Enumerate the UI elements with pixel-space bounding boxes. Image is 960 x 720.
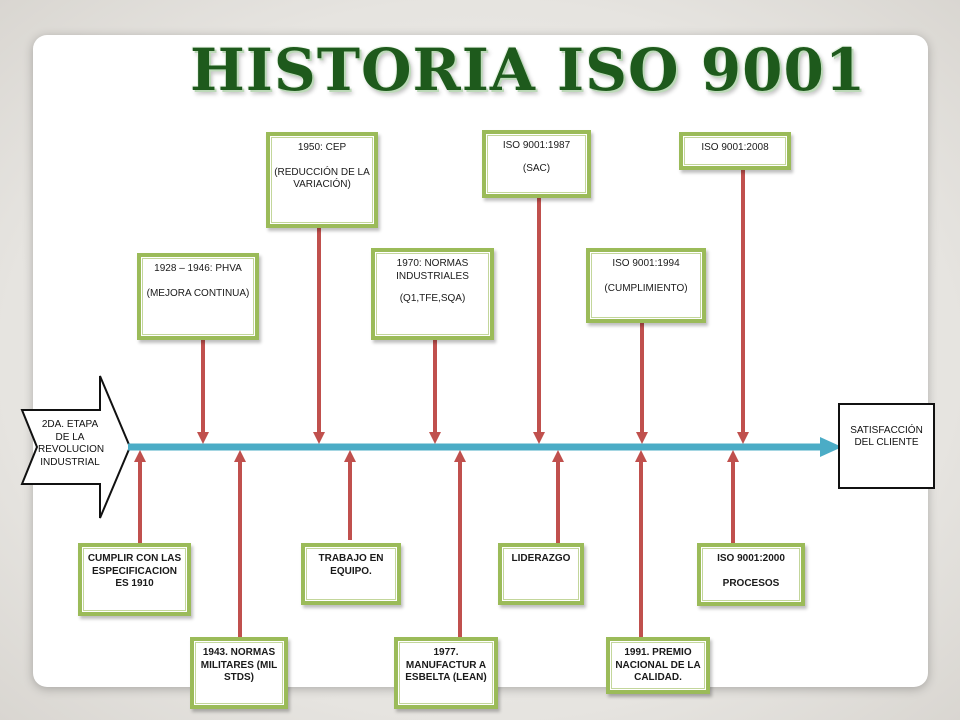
event-title: ISO 9001:2008 xyxy=(701,142,769,153)
event-subtitle: (MEJORA CONTINUA) xyxy=(146,287,250,299)
event-title: ISO 9001:2000 xyxy=(717,553,785,564)
event-title: CUMPLIR CON LAS ESPECIFICACION ES 1910 xyxy=(87,553,182,589)
end-box: SATISFACCIÓN DEL CLIENTE xyxy=(838,403,935,489)
event-box-bottom-7: ISO 9001:2000 PROCESOS xyxy=(697,543,805,606)
event-title: ISO 9001:1994 xyxy=(612,258,680,269)
slide-title: HISTORIA ISO 9001 xyxy=(190,36,867,104)
event-subtitle: (CUMPLIMIENTO) xyxy=(604,282,688,294)
end-label: SATISFACCIÓN DEL CLIENTE xyxy=(850,425,923,448)
event-box-top-1: 1928 – 1946: PHVA (MEJORA CONTINUA) xyxy=(137,253,259,340)
event-subtitle: (REDUCCIÓN DE LA VARIACIÓN) xyxy=(274,166,370,191)
start-chevron-shape xyxy=(20,375,132,519)
event-title: 1928 – 1946: PHVA xyxy=(154,263,242,274)
event-box-top-3: 1970: NORMAS INDUSTRIALES (Q1,TFE,SQA) xyxy=(371,248,494,340)
event-title: 1943. NORMAS MILITARES (MIL STDS) xyxy=(200,647,278,683)
event-title: 1991. PREMIO NACIONAL DE LA CALIDAD. xyxy=(615,647,701,683)
event-box-bottom-6: 1991. PREMIO NACIONAL DE LA CALIDAD. xyxy=(606,637,710,694)
event-subtitle: (Q1,TFE,SQA) xyxy=(399,293,466,304)
start-label: 2DA. ETAPA DE LA REVOLUCION INDUSTRIAL xyxy=(38,419,105,468)
event-box-top-5: ISO 9001:1994 (CUMPLIMIENTO) xyxy=(586,248,706,323)
event-subtitle: PROCESOS xyxy=(722,577,780,589)
event-title: TRABAJO EN EQUIPO. xyxy=(318,553,384,577)
event-box-top-2: 1950: CEP (REDUCCIÓN DE LA VARIACIÓN) xyxy=(266,132,378,228)
event-box-bottom-1: CUMPLIR CON LAS ESPECIFICACION ES 1910 xyxy=(78,543,191,616)
event-title: ISO 9001:1987 xyxy=(502,140,571,151)
event-title: 1950: CEP xyxy=(297,142,347,153)
event-box-bottom-5: LIDERAZGO xyxy=(498,543,584,605)
event-box-bottom-3: TRABAJO EN EQUIPO. xyxy=(301,543,401,605)
event-box-bottom-4: 1977. MANUFACTUR A ESBELTA (LEAN) xyxy=(394,637,498,709)
event-box-bottom-2: 1943. NORMAS MILITARES (MIL STDS) xyxy=(190,637,288,709)
event-title: 1970: NORMAS INDUSTRIALES xyxy=(396,258,469,282)
event-box-top-6: ISO 9001:2008 xyxy=(679,132,791,170)
event-title: LIDERAZGO xyxy=(511,553,571,564)
timeline-arrowhead xyxy=(820,437,842,457)
event-title: 1977. MANUFACTUR A ESBELTA (LEAN) xyxy=(405,647,487,683)
event-box-top-4: ISO 9001:1987 (SAC) xyxy=(482,130,591,198)
event-subtitle: (SAC) xyxy=(522,162,551,174)
